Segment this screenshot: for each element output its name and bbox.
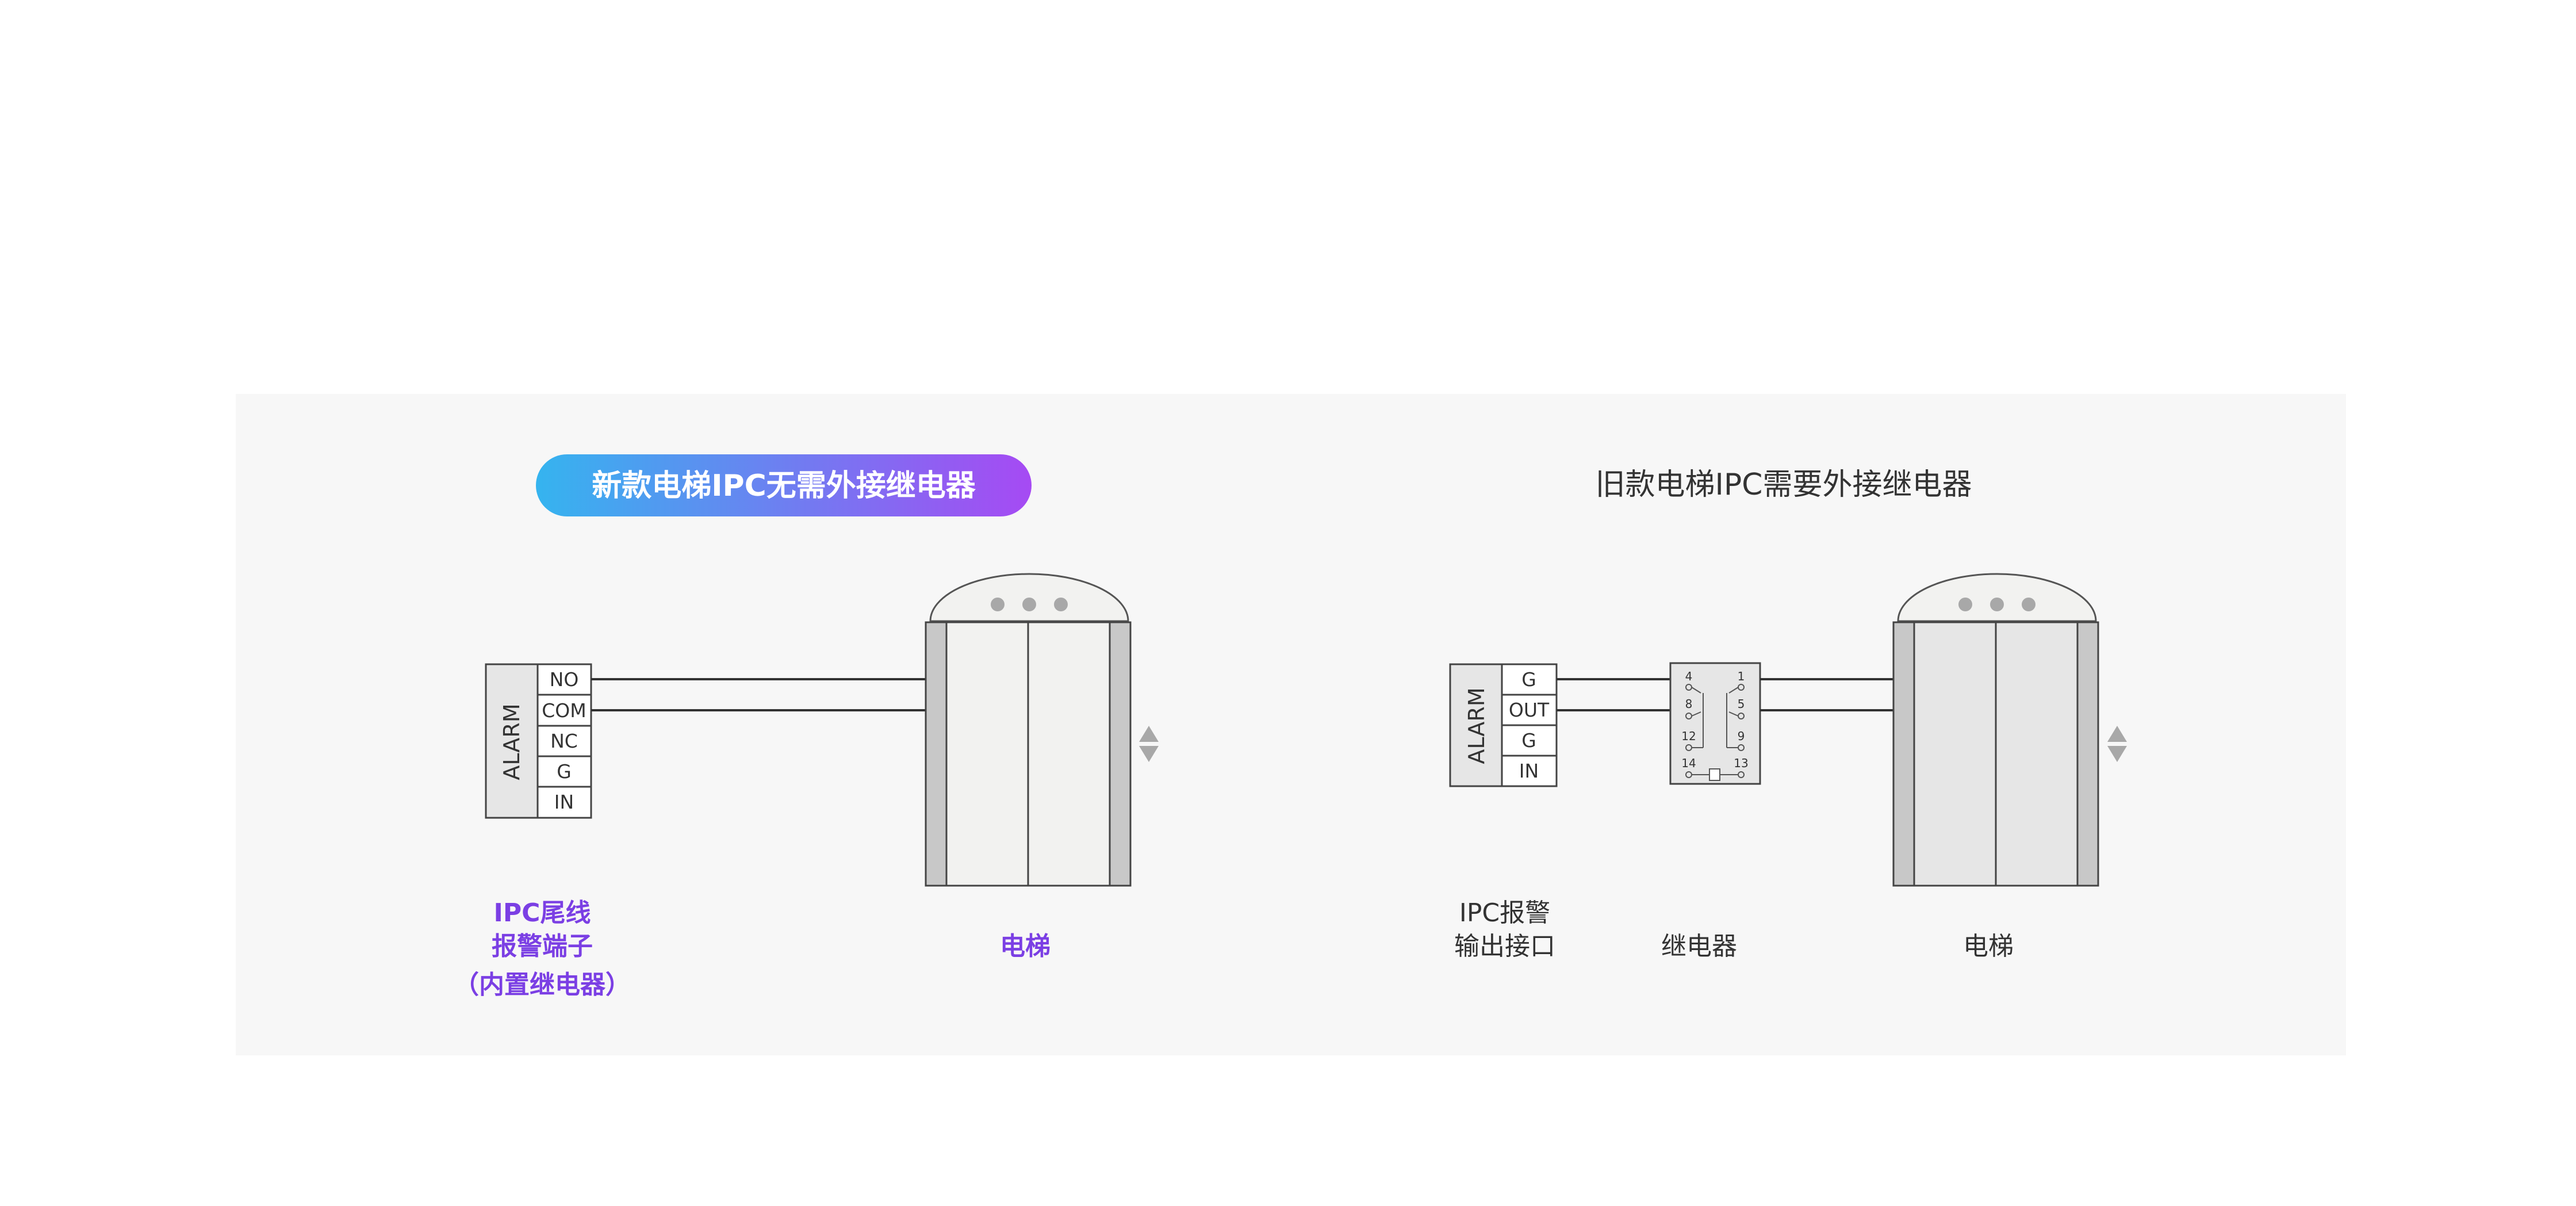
relay-pin-number: 1 [1738,669,1745,683]
left-pin-label: G [557,760,572,783]
relay-pin-number: 8 [1685,697,1693,711]
relay-pin-number: 5 [1738,697,1745,711]
right-elevator-caption: 电梯 [1963,932,2014,961]
relay-module: 4 1 8 5 12 9 14 13 [1669,662,1761,785]
right-section: 旧款电梯IPC需要外接继电器 ALARM G OUT G IN 4 1 8 5 … [1449,468,2127,961]
left-terminal-caption: （内置继电器） [454,970,631,1000]
right-pin-label: G [1521,668,1536,691]
relay-pin-number: 13 [1734,756,1748,770]
left-terminal-side-label: ALARM [499,703,524,780]
left-pin-label: COM [542,699,586,722]
left-elevator-caption: 电梯 [1000,932,1051,961]
relay-pin-number: 14 [1681,756,1696,770]
relay-caption: 继电器 [1661,932,1737,961]
left-terminal-caption: IPC尾线 [494,898,591,928]
relay-pin-number: 9 [1738,729,1745,743]
relay-pin-number: 4 [1685,669,1693,683]
relay-pin-number: 12 [1681,729,1696,743]
right-pin-label: G [1521,729,1536,752]
right-terminal-side-label: ALARM [1464,687,1489,764]
left-title: 新款电梯IPC无需外接继电器 [592,469,976,503]
right-pin-label: IN [1519,760,1539,782]
right-pin-label: OUT [1509,699,1550,721]
left-terminal-caption: 报警端子 [492,932,593,961]
right-elevator [1892,573,2099,887]
left-pin-label: NC [550,730,578,752]
right-terminal-caption: IPC报警 [1459,898,1550,928]
left-pin-label: NO [550,668,579,691]
left-terminal-block: ALARM NO COM NC G IN [485,663,592,819]
right-title: 旧款电梯IPC需要外接继电器 [1595,468,1972,502]
left-title-pill [536,454,1032,516]
right-terminal-caption: 输出接口 [1454,932,1555,961]
left-elevator [925,573,1132,887]
left-section: 新款电梯IPC无需外接继电器 ALARM NO COM NC G IN [454,454,1159,1000]
right-up-down-arrows [2107,726,2127,762]
right-terminal-block: ALARM G OUT G IN [1449,663,1558,787]
left-up-down-arrows [1139,726,1159,762]
left-pin-label: IN [554,791,574,813]
